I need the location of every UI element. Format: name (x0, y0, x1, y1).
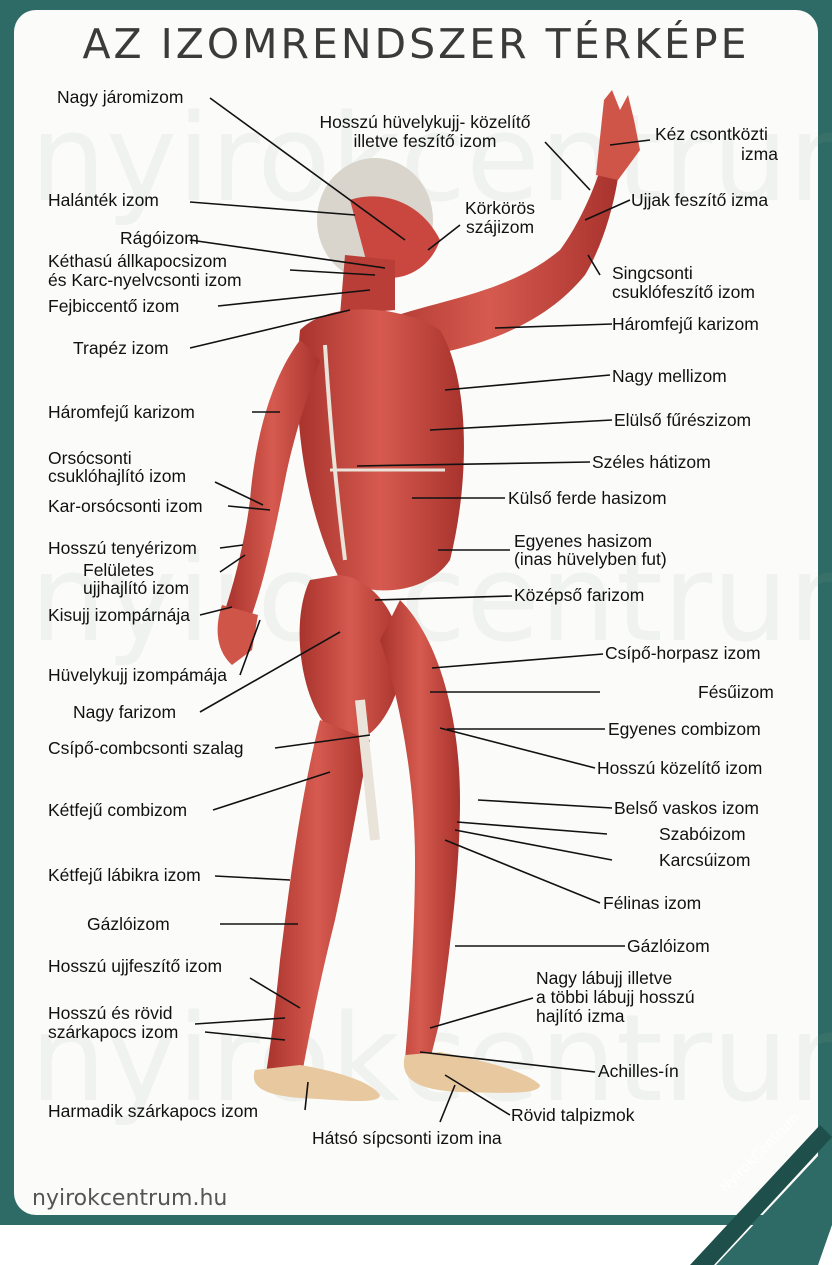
label-hosszu-es-rovid-line2: szárkapocs izom (48, 1023, 178, 1041)
label-hosszu-huvelykujj-line2: illetve feszítő izom (290, 132, 560, 150)
label-egyenes-combizom: Egyenes combizom (608, 720, 761, 738)
label-gazloizom-right: Gázlóizom (627, 937, 710, 955)
label-szaboizom: Szabóizom (659, 825, 746, 843)
label-orsocsonti-line2: csuklóhajlító izom (48, 467, 186, 485)
label-kez-csontkozti-line2: izma (741, 145, 778, 163)
label-hosszu-kozelito: Hosszú közelítő izom (597, 759, 762, 777)
label-felinas: Félinas izom (603, 894, 701, 912)
label-orsocsonti-line1: Orsócsonti (48, 449, 132, 467)
back-foot-shape (254, 1065, 380, 1101)
label-huvelykujj-izompamaja: Hüvelykujj izompámája (48, 666, 227, 684)
label-kethasu-line1: Kéthasú állkapocsizom (48, 252, 227, 270)
label-fesuizom: Fésűizom (698, 683, 774, 701)
label-ragoizom: Rágóizom (120, 229, 199, 247)
label-nagy-labujj-line2: a többi lábujj hosszú (536, 988, 695, 1006)
label-ketfeju-labikra: Kétfejű lábikra izom (48, 866, 201, 884)
label-achilles: Achilles-ín (598, 1062, 679, 1080)
label-kulso-ferde: Külső ferde hasizom (508, 489, 667, 507)
label-elulso-fureszizom: Elülső fűrészizom (614, 411, 751, 429)
label-fejbiccento: Fejbiccentő izom (48, 297, 179, 315)
brand-corner (690, 1085, 832, 1265)
lowered-arm-shape (225, 340, 320, 620)
neck-shape (340, 255, 395, 315)
label-nagy-labujj-line1: Nagy lábujj illetve (536, 969, 672, 987)
back-leg-shape (265, 720, 370, 1085)
label-kisujj: Kisujj izompárnája (48, 606, 190, 624)
label-kar-orsocsonti: Kar-orsócsonti izom (48, 497, 203, 515)
label-feluletes-line1: Felületes (83, 561, 154, 579)
label-haromfeju-left: Háromfejű karizom (48, 403, 195, 421)
label-egyenes-hasizom-line2: (inas hüvelyben fut) (514, 550, 667, 568)
label-harmadik-szarkapocs: Harmadik szárkapocs izom (48, 1102, 258, 1120)
label-trapez: Trapéz izom (73, 339, 169, 357)
label-hosszu-huvelykujj-line1: Hosszú hüvelykujj- közelítő (290, 113, 560, 131)
label-rovid-talpizmok: Rövid talpizmok (511, 1106, 635, 1124)
label-nagy-labujj-line3: hajlító izma (536, 1007, 625, 1025)
label-belso-vaskos: Belső vaskos izom (614, 799, 759, 817)
label-korkoros-line1: Körkörös (455, 199, 545, 217)
label-ketfeju-combizom: Kétfejű combizom (48, 801, 187, 819)
label-kethasu-line2: és Karc-nyelvcsonti izom (48, 271, 242, 289)
label-kozepso-farizom: Középső farizom (514, 586, 644, 604)
label-korkoros-line2: szájizom (455, 218, 545, 236)
label-nagy-mellizom: Nagy mellizom (612, 367, 727, 385)
label-nagy-jaromizom: Nagy járomizom (57, 88, 183, 106)
label-hatso-sipcsonti: Hátsó sípcsonti izom ina (312, 1129, 502, 1147)
label-nagy-farizom: Nagy farizom (73, 703, 176, 721)
torso-shape (297, 309, 464, 590)
label-feluletes-line2: ujjhajlító izom (83, 579, 189, 597)
hand-shape (596, 90, 640, 180)
label-hosszu-es-rovid-line1: Hosszú és rövid (48, 1004, 173, 1022)
label-egyenes-hasizom-line1: Egyenes hasizom (514, 532, 652, 550)
label-csipo-horpasz: Csípő-horpasz izom (605, 644, 761, 662)
label-szeles-hatizom: Széles hátizom (592, 453, 711, 471)
footer-url: nyirokcentrum.hu (32, 1186, 227, 1211)
label-kez-csontkozti-line1: Kéz csontközti (655, 125, 768, 143)
label-singcsonti-line2: csuklófeszítő izom (612, 283, 755, 301)
label-csipo-combcsonti: Csípő-combcsonti szalag (48, 739, 244, 757)
lowered-hand-shape (218, 605, 258, 665)
label-karcsuizom: Karcsúizom (659, 851, 750, 869)
front-leg-shape (380, 600, 460, 1060)
label-hosszu-ujjfeszito: Hosszú ujjfeszítő izom (48, 957, 222, 975)
label-halantek-izom: Halánték izom (48, 191, 159, 209)
label-haromfeju-right: Háromfejű karizom (612, 315, 759, 333)
label-gazloizom-left: Gázlóizom (87, 915, 170, 933)
label-hosszu-tenyerizom: Hosszú tenyérizom (48, 539, 197, 557)
label-ujjak-feszito: Ujjak feszítő izma (631, 191, 768, 209)
label-singcsonti-line1: Singcsonti (612, 264, 693, 282)
